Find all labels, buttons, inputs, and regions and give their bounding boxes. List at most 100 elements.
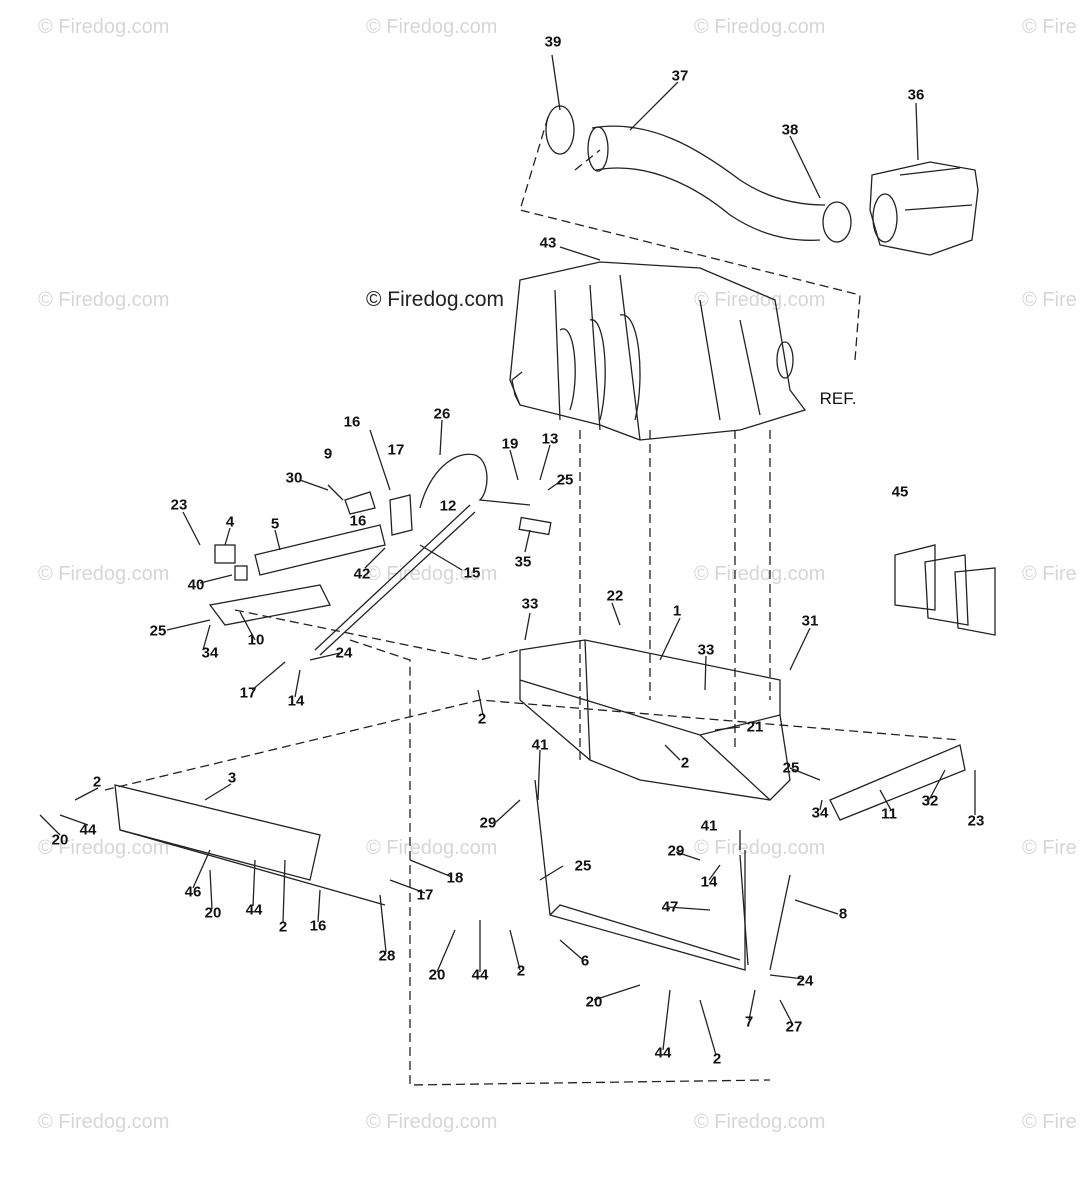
- watermark: © Fire: [1022, 837, 1077, 859]
- watermark: © Firedog.com: [38, 563, 170, 585]
- watermark: © Firedog.com: [694, 289, 826, 311]
- bracket-10: [208, 584, 331, 626]
- callout-9: 9: [323, 445, 333, 463]
- callout-16: 16: [343, 413, 361, 431]
- callout-15: 15: [463, 564, 481, 582]
- watermark: © Firedog.com: [366, 1111, 498, 1133]
- watermark: © Fire: [1022, 1111, 1077, 1133]
- plate-4: [214, 544, 236, 564]
- callout-23: 23: [170, 496, 188, 514]
- watermark: © Firedog.com: [38, 289, 170, 311]
- callout-45: 45: [891, 483, 909, 501]
- callout-2: 2: [680, 754, 690, 772]
- callout-2: 2: [92, 773, 102, 791]
- callout-8: 8: [838, 905, 848, 923]
- watermark: © Firedog.com: [694, 1111, 826, 1133]
- callout-6: 6: [580, 952, 590, 970]
- callout-29: 29: [667, 842, 685, 860]
- callout-47: 47: [661, 898, 679, 916]
- watermark: © Fire: [1022, 563, 1077, 585]
- callout-24: 24: [335, 644, 353, 662]
- callout-46: 46: [184, 883, 202, 901]
- callout-44: 44: [654, 1044, 672, 1062]
- watermark: © Firedog.com: [694, 837, 826, 859]
- frame-6: [534, 779, 749, 971]
- watermark: © Fire: [1022, 16, 1077, 38]
- watermark: © Firedog.com: [694, 563, 826, 585]
- callout-30: 30: [285, 469, 303, 487]
- bracket-9: [344, 491, 376, 515]
- block-40: [234, 565, 248, 581]
- callout-18: 18: [446, 869, 464, 887]
- callout-17: 17: [416, 886, 434, 904]
- weights-45: [894, 544, 996, 636]
- callout-16: 16: [309, 917, 327, 935]
- callout-39: 39: [544, 33, 562, 51]
- callout-5: 5: [270, 515, 280, 533]
- callout-33: 33: [697, 641, 715, 659]
- collector-1: [519, 639, 791, 801]
- callout-2: 2: [278, 918, 288, 936]
- watermark: © Fire: [1022, 289, 1077, 311]
- callout-20: 20: [204, 904, 222, 922]
- callout-12: 12: [439, 497, 457, 515]
- hose-37: [587, 125, 826, 241]
- callout-43: 43: [539, 234, 557, 252]
- blower-36: [869, 161, 979, 256]
- callout-25: 25: [149, 622, 167, 640]
- callout-25: 25: [782, 759, 800, 777]
- callout-20: 20: [585, 993, 603, 1011]
- callout-42: 42: [353, 565, 371, 583]
- callout-2: 2: [712, 1050, 722, 1068]
- callout-44: 44: [471, 966, 489, 984]
- callout-7: 7: [744, 1013, 754, 1031]
- rod-8: [769, 874, 791, 971]
- watermark: © Firedog.com: [366, 563, 498, 585]
- callout-33: 33: [521, 595, 539, 613]
- ref-label: REF.: [819, 389, 857, 408]
- callout-20: 20: [428, 966, 446, 984]
- callout-26: 26: [433, 405, 451, 423]
- callout-24: 24: [796, 972, 814, 990]
- callout-11: 11: [881, 805, 897, 823]
- callout-16: 16: [349, 512, 367, 530]
- callout-10: 10: [247, 631, 265, 649]
- callout-20: 20: [51, 831, 69, 849]
- callout-27: 27: [785, 1018, 803, 1036]
- handle-12: [419, 453, 531, 509]
- callout-14: 14: [287, 692, 305, 710]
- callout-3: 3: [227, 769, 237, 787]
- callout-41: 41: [700, 817, 718, 835]
- watermark: © Firedog.com: [38, 837, 170, 859]
- callout-14: 14: [700, 873, 718, 891]
- callout-25: 25: [574, 857, 592, 875]
- callout-34: 34: [811, 804, 829, 822]
- bracket-11: [829, 744, 966, 821]
- callout-44: 44: [79, 821, 97, 839]
- callout-29: 29: [479, 814, 497, 832]
- callout-13: 13: [541, 430, 559, 448]
- callout-32: 32: [921, 792, 939, 810]
- clamp-39: [545, 105, 575, 155]
- callout-34: 34: [201, 644, 219, 662]
- callout-41: 41: [531, 736, 549, 754]
- callout-44: 44: [245, 901, 263, 919]
- callout-25: 25: [556, 471, 574, 489]
- callout-17: 17: [239, 684, 257, 702]
- callout-4: 4: [225, 513, 235, 531]
- callout-35: 35: [514, 553, 532, 571]
- rod-15: [314, 504, 476, 656]
- clamp-38: [822, 201, 852, 243]
- watermark: © Firedog.com: [366, 16, 498, 38]
- callout-19: 19: [501, 435, 519, 453]
- hood-43: [509, 261, 807, 441]
- watermark: © Firedog.com: [38, 16, 170, 38]
- callout-22: 22: [606, 587, 624, 605]
- callout-2: 2: [516, 962, 526, 980]
- callout-36: 36: [907, 86, 925, 104]
- watermark: © Firedog.com: [366, 837, 498, 859]
- callout-2: 2: [477, 710, 487, 728]
- callout-28: 28: [378, 947, 396, 965]
- watermark: © Firedog.com: [694, 16, 826, 38]
